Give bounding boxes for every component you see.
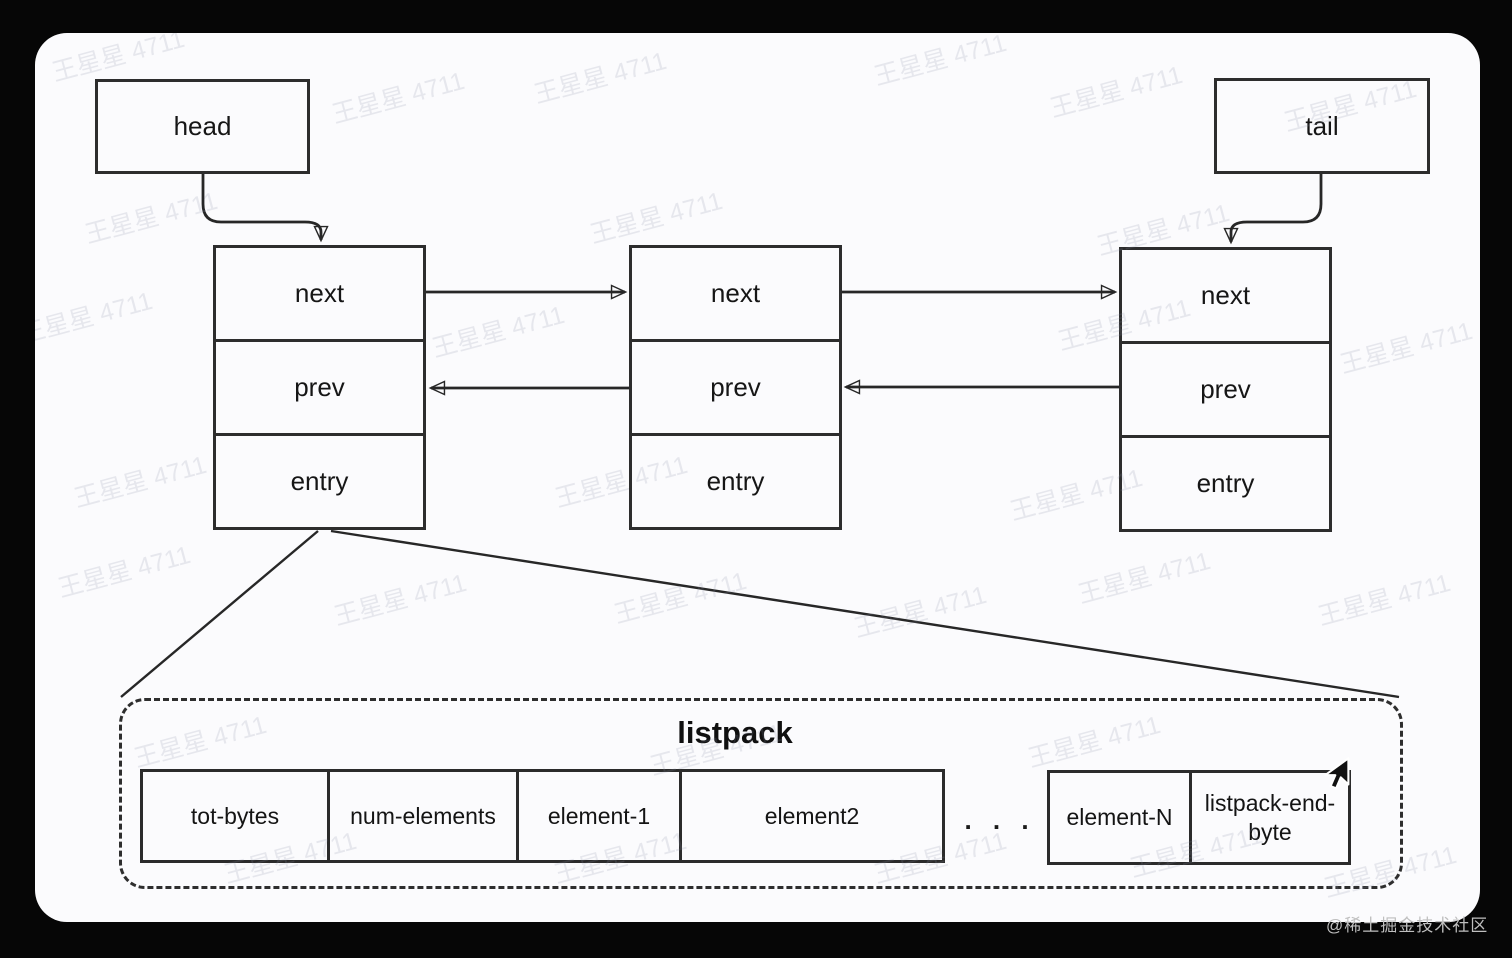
listpack-cell-num-elements: num-elements: [327, 769, 519, 863]
node2-entry-cell: entry: [632, 433, 839, 527]
node1-prev-cell: prev: [216, 339, 423, 433]
node3-prev-cell: prev: [1122, 341, 1329, 435]
listpack-dashed-container: [119, 698, 1403, 889]
listpack-cell-listpack-end-byte: listpack-end-byte: [1189, 770, 1351, 865]
entry-expand-right-line: [330, 529, 1400, 699]
listpack-cell-element-n: element-N: [1047, 770, 1192, 865]
quicklist-node-3: next prev entry: [1119, 247, 1332, 532]
listpack-cell-tot-bytes: tot-bytes: [140, 769, 330, 863]
node2-prev-cell: prev: [632, 339, 839, 433]
credit-watermark: @稀土掘金技术社区: [1326, 916, 1489, 935]
tail-label: tail: [1305, 110, 1339, 141]
head-to-node1-arrow: [201, 174, 329, 243]
tail-to-node3-arrow: [1223, 174, 1323, 245]
node2-next-cell: next: [710, 278, 761, 308]
diagram-canvas: head tail next prev entry next prev entr…: [35, 33, 1480, 922]
node1-next-cell: next: [294, 278, 345, 308]
tail-pointer-box: tail: [1214, 78, 1430, 174]
listpack-ellipsis: . . .: [964, 805, 1036, 835]
listpack-cell-element-1: element-1: [516, 769, 682, 863]
listpack-cell-element-2: element2: [679, 769, 945, 863]
quicklist-node-2: next prev entry: [629, 245, 842, 530]
quicklist-node-1: next prev entry: [213, 245, 426, 530]
node3-entry-cell: entry: [1122, 435, 1329, 529]
listpack-cells-group-1: tot-bytes num-elements element-1 element…: [140, 769, 945, 863]
head-label: head: [173, 111, 232, 141]
node3-next-cell: next: [1200, 280, 1251, 310]
mouse-cursor-icon: [1324, 757, 1350, 790]
head-pointer-box: head: [95, 79, 310, 174]
listpack-cells-group-2: element-N listpack-end-byte: [1047, 770, 1351, 865]
connector-lines: [120, 174, 1400, 699]
entry-expand-left-line: [120, 530, 319, 698]
listpack-title: listpack: [677, 715, 793, 750]
node1-entry-cell: entry: [216, 433, 423, 527]
